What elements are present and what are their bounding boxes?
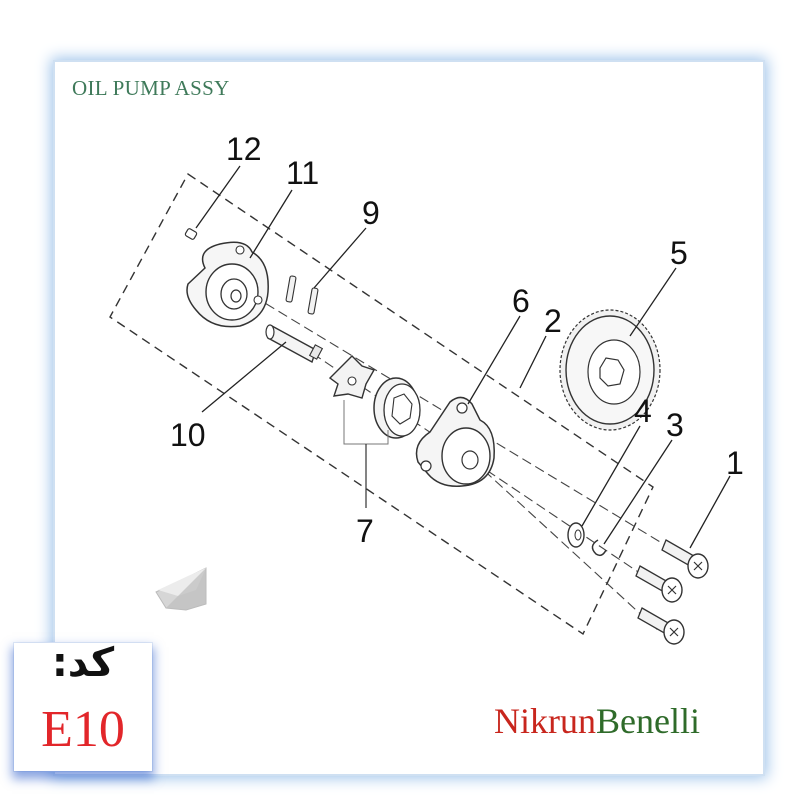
- callout-2: 2: [544, 303, 562, 339]
- part-10-shaft: [265, 324, 324, 364]
- callout-4: 4: [634, 393, 652, 429]
- code-box: [14, 643, 152, 771]
- assembly-boundary: [109, 172, 654, 636]
- part-7-bracket: [343, 400, 389, 508]
- callout-3: 3: [666, 407, 684, 443]
- part-5-gear: [559, 309, 661, 431]
- callout-9: 9: [362, 195, 380, 231]
- part-1-bolts: [635, 539, 709, 645]
- callout-10: 10: [170, 417, 206, 453]
- callout-1: 1: [726, 445, 744, 481]
- callout-6: 6: [512, 283, 530, 319]
- part-11-pump-cover: [186, 241, 269, 328]
- part-7-outer-rotor: [373, 377, 421, 439]
- leader-lines: [195, 165, 731, 549]
- callout-5: 5: [670, 235, 688, 271]
- part-4-washer: [567, 522, 585, 548]
- callout-7: 7: [356, 513, 374, 549]
- axis-line: [299, 344, 669, 593]
- brand-part-2: Benelli: [596, 701, 700, 741]
- callout-11: 11: [286, 155, 319, 191]
- callout-12: 12: [226, 131, 262, 167]
- part-7-inner-rotor: [328, 355, 376, 399]
- bolt: [661, 539, 709, 579]
- part-12-screw: [184, 228, 198, 240]
- code-label: کد:: [51, 640, 115, 686]
- brand-watermark: NikrunBenelli: [494, 700, 700, 742]
- code-value: E10: [41, 701, 125, 758]
- part-3-clip: [591, 539, 607, 557]
- part-6-pump-body: [415, 396, 495, 487]
- nav-arrow-icon[interactable]: [155, 567, 207, 611]
- bolt: [637, 607, 685, 645]
- part-9-pins: [285, 275, 319, 315]
- brand-part-1: Nikrun: [494, 701, 596, 741]
- diagram-title: OIL PUMP ASSY: [72, 76, 230, 100]
- bolt: [635, 565, 683, 603]
